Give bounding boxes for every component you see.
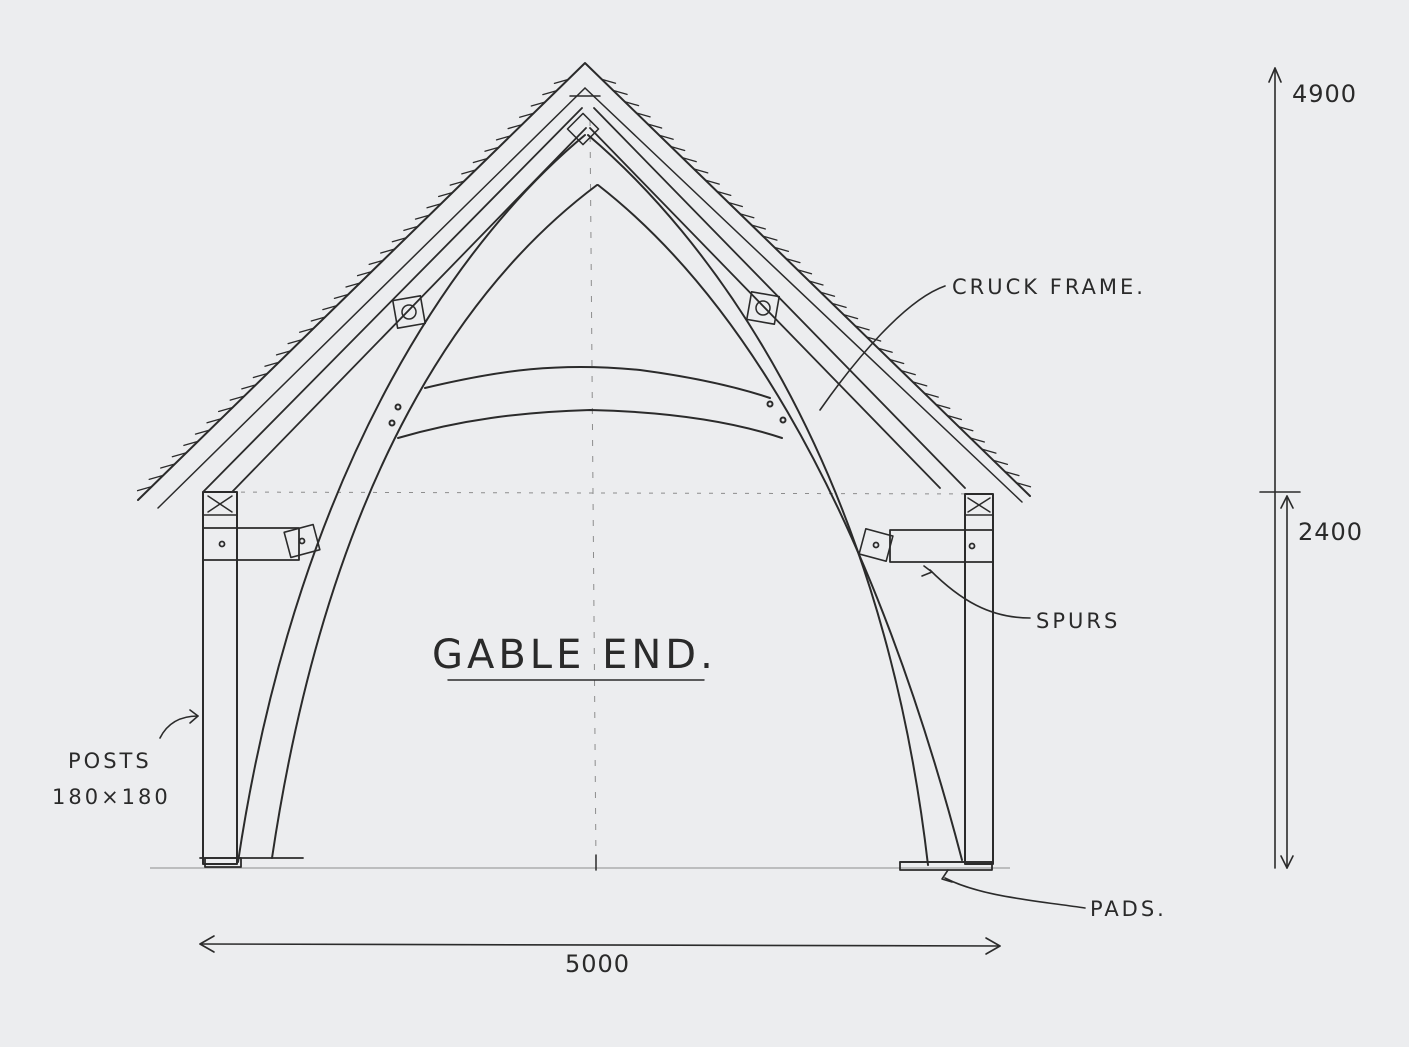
- roof-tile-tick: [935, 403, 951, 409]
- roof-tile-tick: [333, 293, 350, 299]
- roof-tile-tick: [403, 225, 419, 232]
- roof-tile-tick: [623, 100, 640, 107]
- roof-tile-tick: [472, 157, 489, 164]
- construction-lines: [150, 119, 1010, 869]
- wall-height-dimension: 2400: [1298, 518, 1363, 546]
- roof-tile-tick: [449, 180, 465, 186]
- roof-tile-tick: [969, 437, 986, 443]
- roof-tile-tick: [171, 452, 187, 458]
- leader-lines: [159, 285, 1086, 909]
- cruck-frame-label: CRUCK FRAME.: [952, 275, 1146, 299]
- roof-tile-tick: [704, 179, 720, 185]
- roof-tile-tick: [275, 350, 292, 356]
- roof-tile-tick: [217, 406, 234, 413]
- posts: [202, 491, 994, 865]
- roof-tile-tick: [542, 89, 558, 96]
- roof-tile-tick: [160, 463, 176, 469]
- roof-tile-tick: [299, 327, 315, 333]
- roof-tile-tick: [368, 259, 384, 266]
- roof-tile-tick: [958, 426, 974, 432]
- roof-tile-tick: [646, 123, 663, 129]
- roof-tile-tick: [923, 392, 939, 398]
- roof-tile-tick: [750, 224, 767, 230]
- roof-tile-tick: [877, 347, 893, 353]
- roof-tile-tick: [865, 336, 882, 342]
- roof-tile-tick: [241, 384, 257, 390]
- pads: [199, 854, 994, 871]
- roof-tile-tick: [670, 145, 686, 152]
- spurs-label: SPURS: [1036, 609, 1120, 633]
- roof-tile-tick: [762, 235, 778, 241]
- roof-tile-tick: [252, 372, 269, 379]
- roof-tile-tick: [808, 280, 824, 286]
- roof-tile-tick: [264, 361, 280, 367]
- roof-tile-tick: [635, 112, 651, 118]
- roof-tiles: [136, 62, 1032, 509]
- roof-tile-tick: [831, 302, 847, 309]
- roof-tile-tick: [819, 291, 836, 297]
- roof-tile-tick: [992, 459, 1009, 466]
- roof-tile-tick: [912, 381, 928, 387]
- spurs: [202, 523, 994, 563]
- roof-tile-tick: [495, 135, 512, 141]
- roof-tile-tick: [739, 213, 755, 219]
- roof-tile-tick: [461, 169, 477, 175]
- roof-tile-tick: [414, 214, 431, 220]
- roof-tile-tick: [612, 89, 628, 96]
- roof-tile-tick: [229, 395, 245, 401]
- roof-tile-tick: [310, 316, 326, 322]
- roof-tile-tick: [900, 370, 916, 376]
- roof-tile-tick: [530, 101, 546, 107]
- roof-tile-tick: [600, 78, 617, 84]
- roof-tile-tick: [681, 157, 697, 163]
- roof-tile-tick: [981, 448, 997, 454]
- roof-tile-tick: [693, 168, 709, 174]
- roof-tile-tick: [519, 112, 535, 118]
- cruck-frame: [237, 134, 963, 866]
- total-height-dimension: 4900: [1292, 80, 1357, 108]
- dimension-lines: [199, 67, 1301, 955]
- roof-tile-tick: [658, 134, 674, 140]
- pads-label: PADS.: [1090, 897, 1167, 921]
- roof-tile-tick: [946, 414, 962, 421]
- roof-tile-tick: [426, 203, 442, 209]
- roof-tile-tick: [785, 257, 801, 264]
- roof-tile-tick: [553, 78, 570, 84]
- roof-tile-tick: [484, 146, 500, 152]
- roof-tile-tick: [1004, 470, 1020, 477]
- roof-tile-tick: [356, 271, 373, 277]
- roof-tile-tick: [437, 191, 454, 198]
- roof-tile-tick: [773, 246, 790, 253]
- roof-tile-tick: [716, 190, 732, 196]
- drawing-title: GABLE END.: [432, 632, 717, 678]
- posts-label: POSTS: [68, 749, 152, 773]
- roof-tile-tick: [889, 358, 905, 365]
- roof-tile-tick: [148, 474, 164, 481]
- roof-tile-tick: [194, 429, 211, 435]
- roof-tile-tick: [183, 440, 199, 447]
- roof-tile-tick: [380, 248, 396, 254]
- roof-tile-tick: [287, 338, 303, 345]
- roof-tile-tick: [796, 269, 813, 275]
- roof-tile-tick: [391, 237, 407, 243]
- posts-size-label: 180×180: [52, 785, 171, 809]
- roof-tile-tick: [322, 304, 338, 311]
- width-dimension: 5000: [565, 950, 630, 978]
- roof-tile-tick: [1015, 482, 1032, 488]
- roof-tile-tick: [206, 418, 222, 424]
- roof-tile-tick: [842, 313, 859, 320]
- roof-tile-tick: [727, 201, 743, 208]
- roof-tile-tick: [854, 325, 870, 331]
- roof-tile-tick: [345, 282, 361, 288]
- roof-tile-tick: [136, 486, 153, 492]
- roof-tile-tick: [507, 123, 523, 130]
